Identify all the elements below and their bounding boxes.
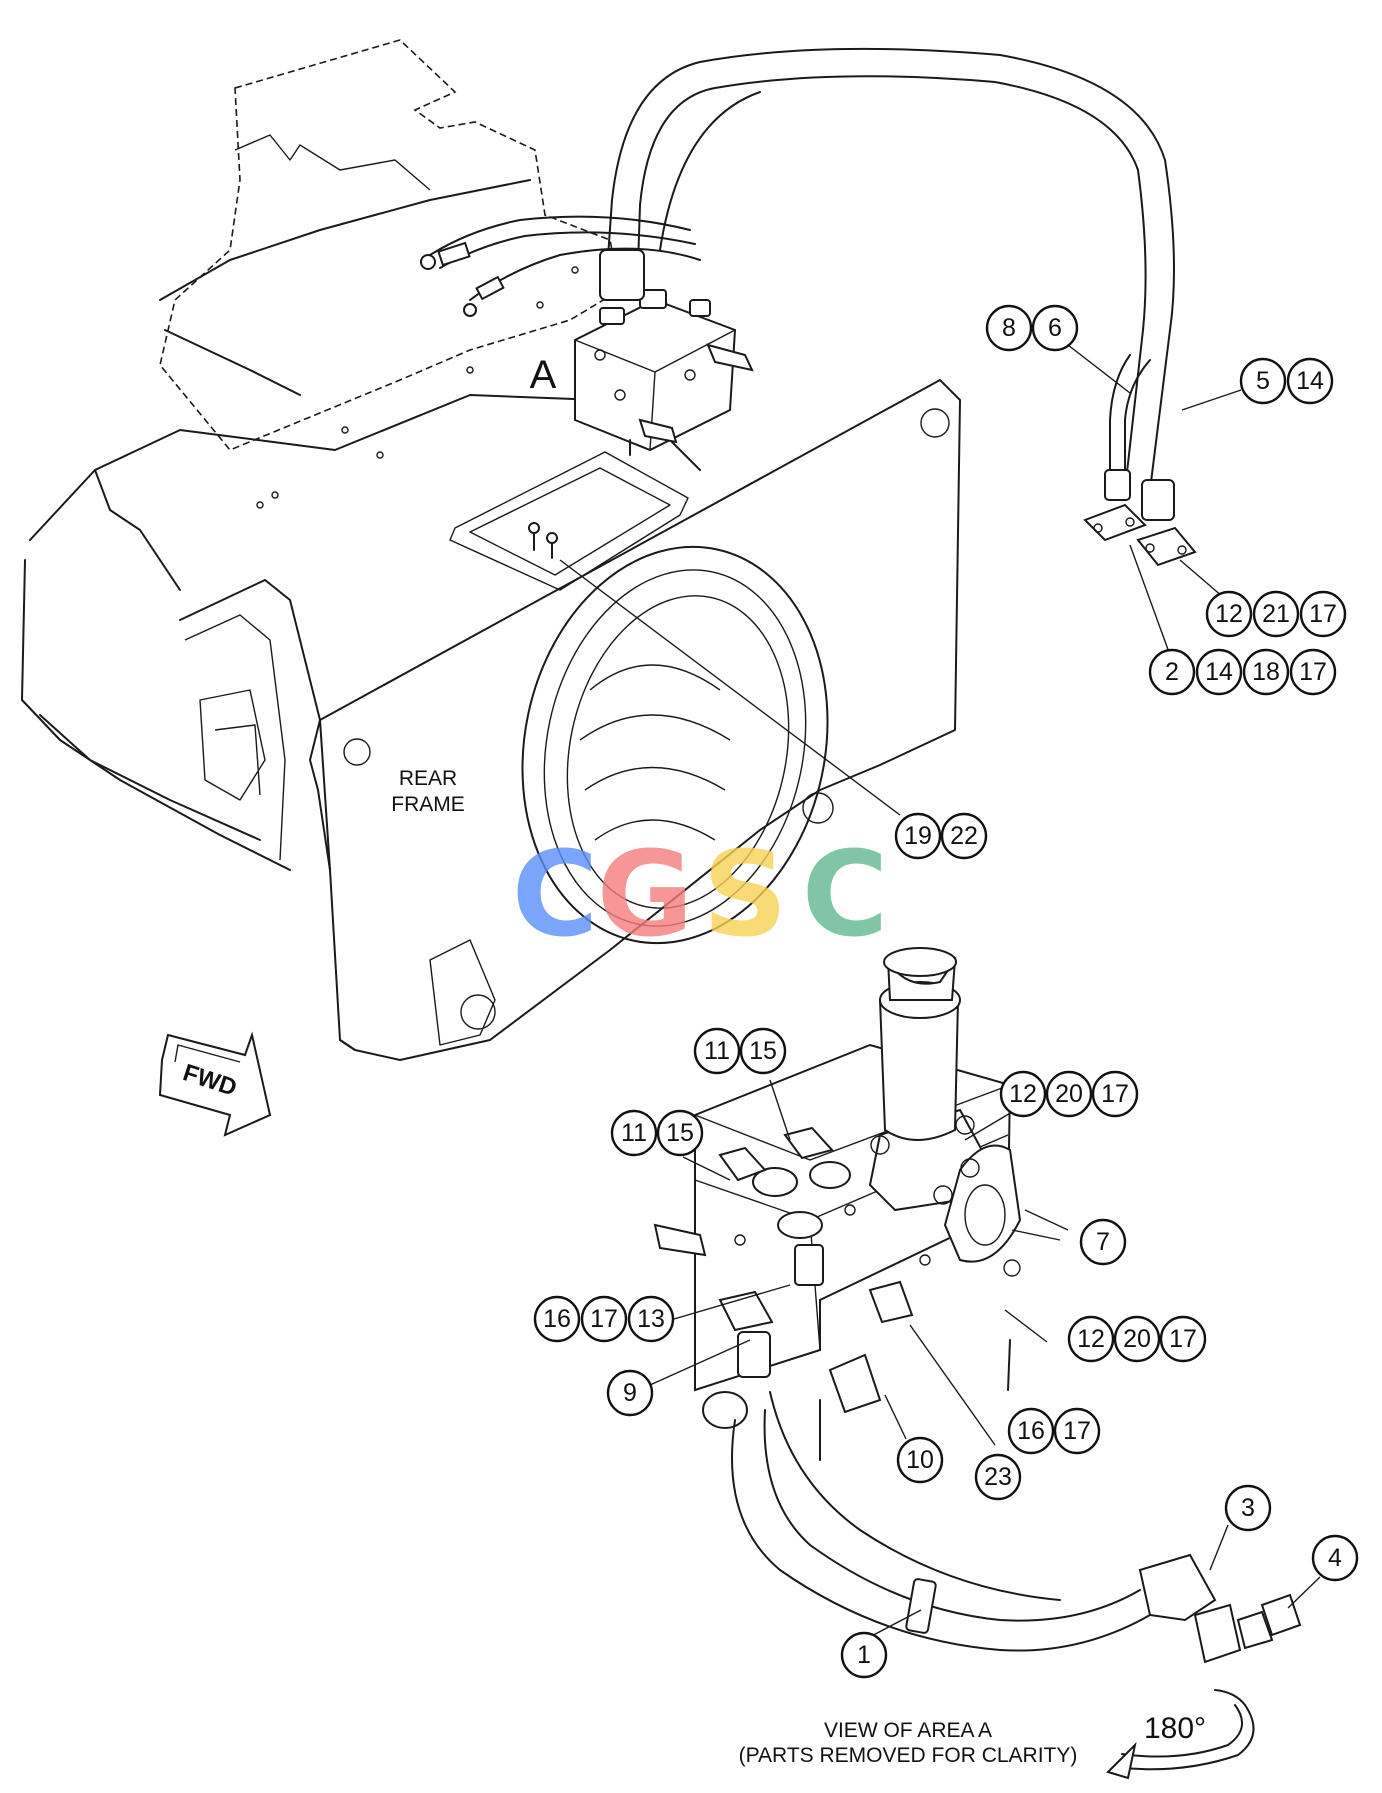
rotation-label: 180°: [1144, 1712, 1206, 1745]
svg-text:22: 22: [950, 822, 978, 850]
callout-12-upper-flange: 12: [999, 1070, 1047, 1118]
callout-23: 23: [974, 1453, 1022, 1501]
rear-frame-label-line1: REAR: [399, 767, 457, 790]
view-caption-line1: VIEW OF AREA A: [824, 1719, 992, 1742]
svg-text:17: 17: [1299, 658, 1327, 686]
svg-text:20: 20: [1055, 1080, 1083, 1108]
callout-17-upper-flange: 17: [1091, 1070, 1139, 1118]
callout-12-side-flange: 12: [1067, 1315, 1115, 1363]
callout-5: 5: [1239, 357, 1287, 405]
watermark-logo: C G S C: [512, 825, 889, 963]
callout-2: 2: [1148, 648, 1196, 696]
callout-18: 18: [1242, 648, 1290, 696]
callout-10: 10: [896, 1436, 944, 1484]
svg-text:19: 19: [904, 822, 932, 850]
callout-3: 3: [1224, 1484, 1272, 1532]
area-a-label: A: [530, 353, 557, 397]
svg-text:17: 17: [1063, 1417, 1091, 1445]
svg-text:15: 15: [666, 1119, 694, 1147]
callout-8: 8: [985, 304, 1033, 352]
callout-21: 21: [1252, 590, 1300, 638]
callout-4: 4: [1311, 1534, 1359, 1582]
svg-text:8: 8: [1002, 314, 1016, 342]
svg-text:16: 16: [543, 1305, 571, 1333]
callout-17-side-flange: 17: [1159, 1315, 1207, 1363]
watermark-letter-1: C: [512, 825, 599, 963]
callout-7: 7: [1079, 1218, 1127, 1266]
svg-text:12: 12: [1215, 600, 1243, 628]
svg-text:17: 17: [1101, 1080, 1129, 1108]
svg-text:7: 7: [1096, 1228, 1110, 1256]
svg-text:1: 1: [857, 1641, 871, 1669]
callout-13: 13: [627, 1295, 675, 1343]
callout-16-bottom: 16: [1007, 1407, 1055, 1455]
callout-20-upper-flange: 20: [1045, 1070, 1093, 1118]
svg-text:18: 18: [1252, 658, 1280, 686]
svg-text:14: 14: [1205, 658, 1233, 686]
svg-text:14: 14: [1296, 367, 1324, 395]
rear-frame-label-line2: FRAME: [391, 793, 465, 816]
svg-text:3: 3: [1241, 1494, 1255, 1522]
callout-14-upper: 14: [1286, 357, 1334, 405]
callout-15-top: 15: [739, 1027, 787, 1075]
callout-22: 22: [940, 812, 988, 860]
svg-text:4: 4: [1328, 1544, 1342, 1572]
svg-text:17: 17: [590, 1305, 618, 1333]
callout-15-second: 15: [656, 1109, 704, 1157]
svg-text:12: 12: [1009, 1080, 1037, 1108]
valve-block-area-a: [574, 289, 754, 456]
callout-bubbles: 8 6 5 14 12 21 17 2 14 18 17 19 22 11 15…: [533, 304, 1359, 1679]
svg-text:23: 23: [984, 1463, 1012, 1491]
svg-text:15: 15: [749, 1037, 777, 1065]
svg-text:13: 13: [637, 1305, 665, 1333]
callout-16-left: 16: [533, 1295, 581, 1343]
svg-text:16: 16: [1017, 1417, 1045, 1445]
pilot-tubes: [420, 215, 701, 317]
svg-text:9: 9: [623, 1379, 637, 1407]
svg-text:17: 17: [1309, 600, 1337, 628]
callout-20-side-flange: 20: [1113, 1315, 1161, 1363]
callout-12-right: 12: [1205, 590, 1253, 638]
callout-9: 9: [606, 1369, 654, 1417]
svg-text:17: 17: [1169, 1325, 1197, 1353]
callout-17-left: 17: [580, 1295, 628, 1343]
svg-text:11: 11: [621, 1119, 647, 1147]
view-caption-line2: (PARTS REMOVED FOR CLARITY): [739, 1744, 1078, 1767]
callout-19: 19: [894, 812, 942, 860]
callout-6: 6: [1031, 304, 1079, 352]
svg-text:11: 11: [704, 1037, 730, 1065]
svg-text:12: 12: [1077, 1325, 1105, 1353]
watermark-letter-4: C: [802, 825, 889, 963]
callout-1: 1: [840, 1631, 888, 1679]
valve-detail-view: [653, 947, 1302, 1664]
svg-text:6: 6: [1048, 314, 1062, 342]
svg-text:2: 2: [1165, 658, 1179, 686]
svg-text:10: 10: [906, 1446, 934, 1474]
svg-text:21: 21: [1262, 600, 1290, 628]
callout-17-bottom: 17: [1053, 1407, 1101, 1455]
forward-direction-arrow: FWD: [158, 1031, 272, 1137]
svg-text:5: 5: [1256, 367, 1270, 395]
large-hose-assembly: [599, 47, 1197, 567]
watermark-letter-3: S: [703, 825, 788, 963]
callout-14-lower: 14: [1195, 648, 1243, 696]
callout-17-right: 17: [1299, 590, 1347, 638]
watermark-letter-2: G: [597, 825, 694, 963]
callout-11-second: 11: [610, 1109, 658, 1157]
svg-text:20: 20: [1123, 1325, 1151, 1353]
callout-11-top: 11: [693, 1027, 741, 1075]
rotation-arrow: 180°: [1106, 1689, 1255, 1780]
callout-17-lower-right: 17: [1289, 648, 1337, 696]
